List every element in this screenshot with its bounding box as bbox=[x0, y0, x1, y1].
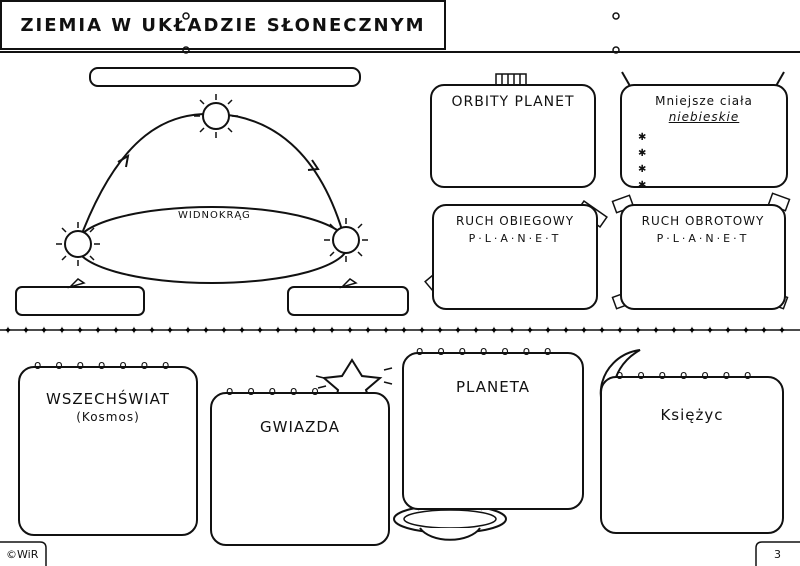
notepad-moon: Księżyc bbox=[600, 376, 784, 534]
pin-icon bbox=[339, 278, 358, 289]
orbital-motion-box: RUCH OBIEGOWY P·L·A·N·E·T bbox=[432, 204, 598, 310]
star-label: GWIAZDA bbox=[260, 418, 340, 436]
divider-star-mark: ✦ bbox=[489, 324, 498, 337]
divider-star-mark: ✦ bbox=[129, 324, 138, 337]
sparkle-icon bbox=[315, 367, 393, 389]
small-bodies-box: Mniejsze ciała niebieskie ✱✱✱✱ bbox=[620, 84, 788, 191]
spiral-binding-icon: ooooooo bbox=[416, 344, 566, 358]
sun-icon-top bbox=[194, 94, 238, 138]
blank-label-box-left bbox=[15, 286, 145, 316]
pin-icon bbox=[621, 71, 631, 87]
divider-star-mark: ✦ bbox=[543, 324, 552, 337]
pin-icon bbox=[775, 71, 785, 87]
divider-star-mark: ✦ bbox=[57, 324, 66, 337]
divider-star-mark: ✦ bbox=[525, 324, 534, 337]
divider-star-mark: ✦ bbox=[291, 324, 300, 337]
spiral-binding-icon: ooooooo bbox=[34, 358, 184, 372]
footer-tab-left bbox=[0, 541, 47, 566]
divider-star-mark: ✦ bbox=[723, 324, 732, 337]
divider-star-mark: ✦ bbox=[705, 324, 714, 337]
rotational-motion-box: RUCH OBROTOWY P·L·A·N·E·T bbox=[620, 204, 786, 310]
divider-star-mark: ✦ bbox=[687, 324, 696, 337]
notepad-planet: PLANETA bbox=[402, 352, 584, 510]
orbital-motion-label: RUCH OBIEGOWY bbox=[455, 214, 575, 228]
divider-star-mark: ✦ bbox=[165, 324, 174, 337]
bullet-list: ✱✱✱✱ bbox=[638, 132, 647, 191]
divider-star-mark: ✦ bbox=[345, 324, 354, 337]
divider-star-mark: ✦ bbox=[597, 324, 606, 337]
divider-star-mark: ✦ bbox=[363, 324, 372, 337]
title-box: ZIEMIA W UKŁADZIE SŁONECZNYM bbox=[0, 0, 446, 50]
divider-star-mark: ✦ bbox=[615, 324, 624, 337]
sun-icon-left bbox=[56, 222, 100, 266]
sun-icon-right bbox=[324, 218, 368, 262]
divider-star-mark: ✦ bbox=[183, 324, 192, 337]
pin-icon bbox=[67, 278, 86, 289]
universe-sublabel: (Kosmos) bbox=[76, 410, 140, 424]
orbits-box: ORBITY PLANET bbox=[430, 84, 596, 188]
divider-star-mark: ✦ bbox=[273, 324, 282, 337]
divider-star-mark: ✦ bbox=[381, 324, 390, 337]
blank-label-bar bbox=[89, 67, 361, 87]
orbits-label: ORBITY PLANET bbox=[451, 94, 575, 110]
divider-star-mark: ✦ bbox=[219, 324, 228, 337]
footer-tab-right bbox=[755, 541, 800, 566]
divider-star-mark: ✦ bbox=[471, 324, 480, 337]
divider-star-mark: ✦ bbox=[327, 324, 336, 337]
divider-star-mark: ✦ bbox=[417, 324, 426, 337]
rotational-motion-label: RUCH OBROTOWY bbox=[641, 214, 765, 228]
divider-star-mark: ✦ bbox=[93, 324, 102, 337]
divider-star-mark: ✦ bbox=[39, 324, 48, 337]
divider-star-mark: ✦ bbox=[777, 324, 786, 337]
divider-star-mark: ✦ bbox=[453, 324, 462, 337]
blank-label-box-right bbox=[287, 286, 409, 316]
divider-star-mark: ✦ bbox=[237, 324, 246, 337]
divider-star-mark: ✦ bbox=[633, 324, 642, 337]
copyright-text: ©WiR bbox=[6, 548, 39, 561]
divider-star-mark: ✦ bbox=[111, 324, 120, 337]
page-title: ZIEMIA W UKŁADZIE SŁONECZNYM bbox=[20, 14, 426, 36]
divider-star-mark: ✦ bbox=[669, 324, 678, 337]
divider-star-mark: ✦ bbox=[507, 324, 516, 337]
divider-star-mark: ✦ bbox=[201, 324, 210, 337]
divider-star-mark: ✦ bbox=[561, 324, 570, 337]
divider-star-mark: ✦ bbox=[3, 324, 12, 337]
nail-icon bbox=[612, 46, 620, 54]
small-bodies-label-2: niebieskie bbox=[668, 110, 740, 124]
divider-star-mark: ✦ bbox=[399, 324, 408, 337]
divider-star-mark: ✦ bbox=[309, 324, 318, 337]
nail-icon bbox=[612, 12, 620, 20]
divider-star-mark: ✦ bbox=[21, 324, 30, 337]
nail-icon bbox=[182, 12, 190, 20]
spiral-binding-icon: ooooooo bbox=[616, 368, 766, 382]
small-bodies-label: Mniejsze ciała bbox=[655, 94, 753, 108]
divider-star-mark: ✦ bbox=[435, 324, 444, 337]
sun-path-arc bbox=[77, 112, 346, 245]
divider-star-mark: ✦ bbox=[741, 324, 750, 337]
divider-star-mark: ✦ bbox=[579, 324, 588, 337]
divider-star-mark: ✦ bbox=[255, 324, 264, 337]
arrow-icon bbox=[117, 154, 130, 168]
page-number: 3 bbox=[774, 548, 781, 561]
horizon-label: WIDNOKRĄG bbox=[178, 210, 251, 221]
spiral-binding-icon: ooooo bbox=[226, 384, 333, 398]
divider-star-mark: ✦ bbox=[759, 324, 768, 337]
nail-icon bbox=[182, 46, 190, 54]
rotational-motion-sublabel: P·L·A·N·E·T bbox=[656, 232, 750, 245]
notepad-star: GWIAZDA bbox=[210, 392, 390, 546]
divider-star-mark: ✦ bbox=[651, 324, 660, 337]
notepad-universe: WSZECHŚWIAT (Kosmos) bbox=[18, 366, 198, 536]
moon-label: Księżyc bbox=[660, 406, 724, 424]
divider-star-mark: ✦ bbox=[147, 324, 156, 337]
universe-label: WSZECHŚWIAT bbox=[46, 390, 170, 408]
orbital-motion-sublabel: P·L·A·N·E·T bbox=[468, 232, 562, 245]
arrow-icon bbox=[307, 159, 320, 171]
planet-label: PLANETA bbox=[456, 378, 530, 396]
divider-star-mark: ✦ bbox=[75, 324, 84, 337]
